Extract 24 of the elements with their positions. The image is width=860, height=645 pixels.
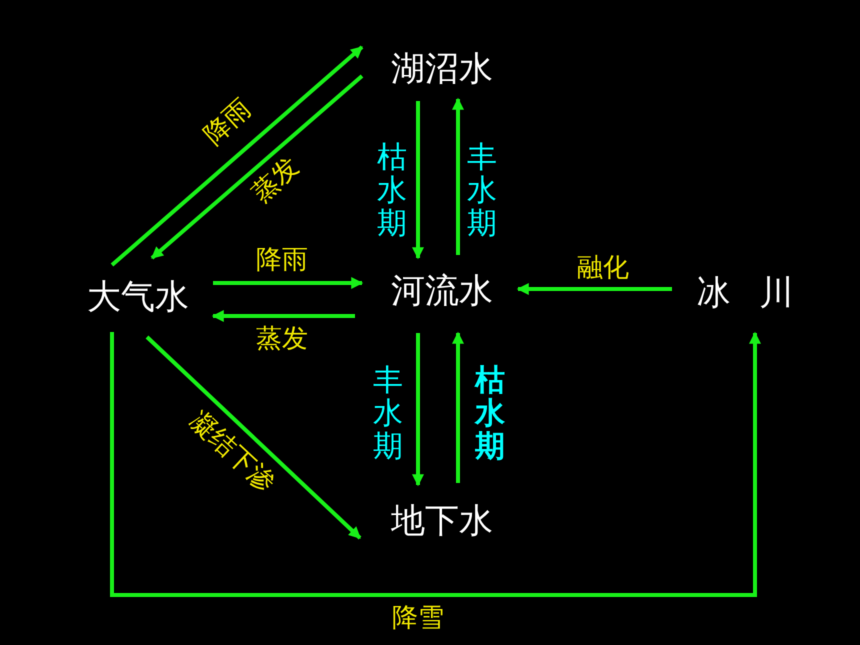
edge-label: 降雨 <box>256 246 308 274</box>
arrow <box>212 310 355 322</box>
node-label: 大气水 <box>87 280 189 314</box>
edge-label: 蒸发 <box>256 324 308 354</box>
arrow <box>150 74 364 260</box>
edge-label: 降雪 <box>392 604 444 632</box>
edge-label: 丰水期 <box>373 364 403 462</box>
arrow <box>110 332 761 597</box>
arrow <box>146 336 362 540</box>
arrow <box>452 332 464 483</box>
edge-label: 丰水期 <box>467 140 497 240</box>
node-label: 冰 川 <box>696 276 794 310</box>
arrow <box>412 101 424 260</box>
edge-label: 枯水期 <box>377 140 407 240</box>
arrow <box>452 98 464 255</box>
arrow <box>213 277 364 289</box>
node-label: 地下水 <box>391 504 493 538</box>
arrow <box>110 46 364 266</box>
node-label: 湖沼水 <box>391 52 493 86</box>
node-label: 河流水 <box>391 274 493 308</box>
arrow <box>516 283 672 295</box>
edge-label: 枯水期 <box>475 364 505 462</box>
arrow <box>412 333 424 486</box>
edge-label: 融化 <box>577 254 629 282</box>
